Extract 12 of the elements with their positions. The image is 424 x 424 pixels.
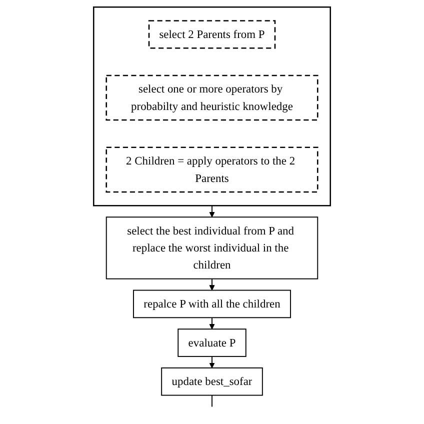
arrow — [209, 205, 215, 218]
node-box: select 2 Parents from P — [148, 20, 276, 49]
arrow — [209, 356, 215, 368]
arrow — [209, 278, 215, 291]
arrow — [209, 317, 215, 330]
node-box: evaluate P — [178, 328, 246, 357]
cluster — [93, 6, 331, 206]
node-box: 2 Children = apply operators to the 2 Parents — [106, 146, 318, 193]
node-box: select one or more operators by probabilty and heuristic knowledge — [106, 74, 318, 121]
node-box: update best_sofar — [161, 367, 263, 396]
node-box: repalce P with all the children — [133, 290, 291, 318]
node-box: select the best individual from P and replace the worst individual in the children — [106, 216, 318, 280]
